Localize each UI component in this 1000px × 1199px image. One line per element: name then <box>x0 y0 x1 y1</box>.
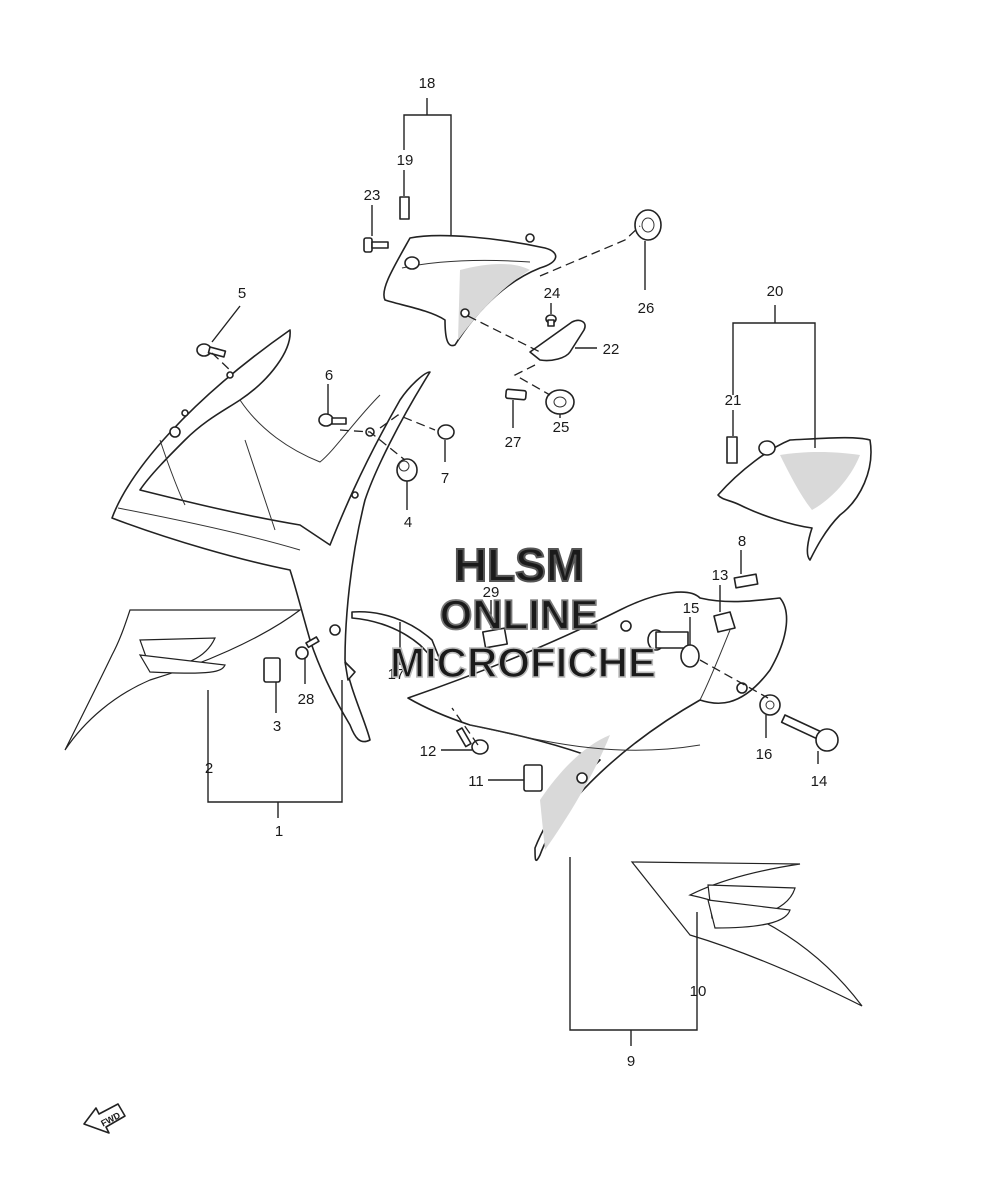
watermark-line-1: HLSM <box>454 539 584 591</box>
callout-21: 21 <box>725 392 742 409</box>
callout-27: 27 <box>505 434 522 451</box>
callout-11: 11 <box>468 773 484 790</box>
callout-20: 20 <box>767 283 784 300</box>
callout-29: 29 <box>483 584 500 601</box>
callout-14: 14 <box>811 773 828 790</box>
upper-side-panel <box>717 436 872 561</box>
callout-12: 12 <box>420 743 437 760</box>
grommet-4 <box>396 458 418 482</box>
callout-5: 5 <box>238 285 246 302</box>
grommet-26 <box>634 209 662 241</box>
stay-plate-22 <box>529 319 586 362</box>
callout-3: 3 <box>273 718 281 735</box>
callout-28: 28 <box>298 691 315 708</box>
pad-27 <box>504 388 527 401</box>
callout-18: 18 <box>419 75 436 92</box>
trim-strip-17 <box>351 610 441 662</box>
leader-lines <box>207 98 819 1046</box>
grommet-15 <box>647 629 700 668</box>
callout-4: 4 <box>404 514 412 531</box>
callout-9: 9 <box>627 1053 635 1070</box>
callout-15: 15 <box>683 600 700 617</box>
screw-5 <box>196 343 227 358</box>
fwd-arrow <box>83 1103 126 1134</box>
front-cowl <box>111 329 431 743</box>
callout-10: 10 <box>690 983 707 1000</box>
callout-6: 6 <box>325 367 333 384</box>
screw-28 <box>295 636 320 660</box>
upper-cowl-bracket <box>383 233 557 347</box>
label-sticker-29 <box>481 627 509 649</box>
decal-left-2 <box>64 609 302 751</box>
pad-8 <box>733 573 759 589</box>
callout-24: 24 <box>544 285 561 302</box>
callout-8: 8 <box>738 533 746 550</box>
screw-24 <box>545 314 557 327</box>
callout-13: 13 <box>712 567 729 584</box>
callout-25: 25 <box>553 419 570 436</box>
nut-16 <box>759 694 781 716</box>
callout-7: 7 <box>441 470 449 487</box>
watermark-line-2: ONLINE <box>440 591 599 638</box>
rivet-7 <box>437 424 455 440</box>
callout-2: 2 <box>205 760 213 777</box>
nut-3 <box>263 657 281 683</box>
callout-22: 22 <box>603 341 620 358</box>
nut-11 <box>523 764 543 792</box>
callout-17: 17 <box>388 666 405 683</box>
callout-labels: 18 19 23 24 26 22 27 25 5 6 7 4 20 21 8 … <box>205 75 828 1070</box>
nut-13 <box>713 611 736 633</box>
callout-19: 19 <box>397 152 414 169</box>
callout-26: 26 <box>638 300 655 317</box>
bolt-14 <box>780 714 839 752</box>
watermark: HLSM ONLINE MICROFICHE <box>389 538 657 687</box>
watermark-line-3: MICROFICHE <box>390 639 656 686</box>
decal-right-10 <box>630 861 863 1007</box>
callout-23: 23 <box>364 187 381 204</box>
callout-16: 16 <box>756 746 773 763</box>
callout-1: 1 <box>275 823 283 840</box>
screw-6 <box>318 413 347 427</box>
screw-12 <box>456 727 489 755</box>
label-sticker-21 <box>726 436 738 464</box>
nut-25 <box>545 389 575 415</box>
bolt-23 <box>363 237 389 253</box>
label-sticker-19 <box>399 196 410 220</box>
